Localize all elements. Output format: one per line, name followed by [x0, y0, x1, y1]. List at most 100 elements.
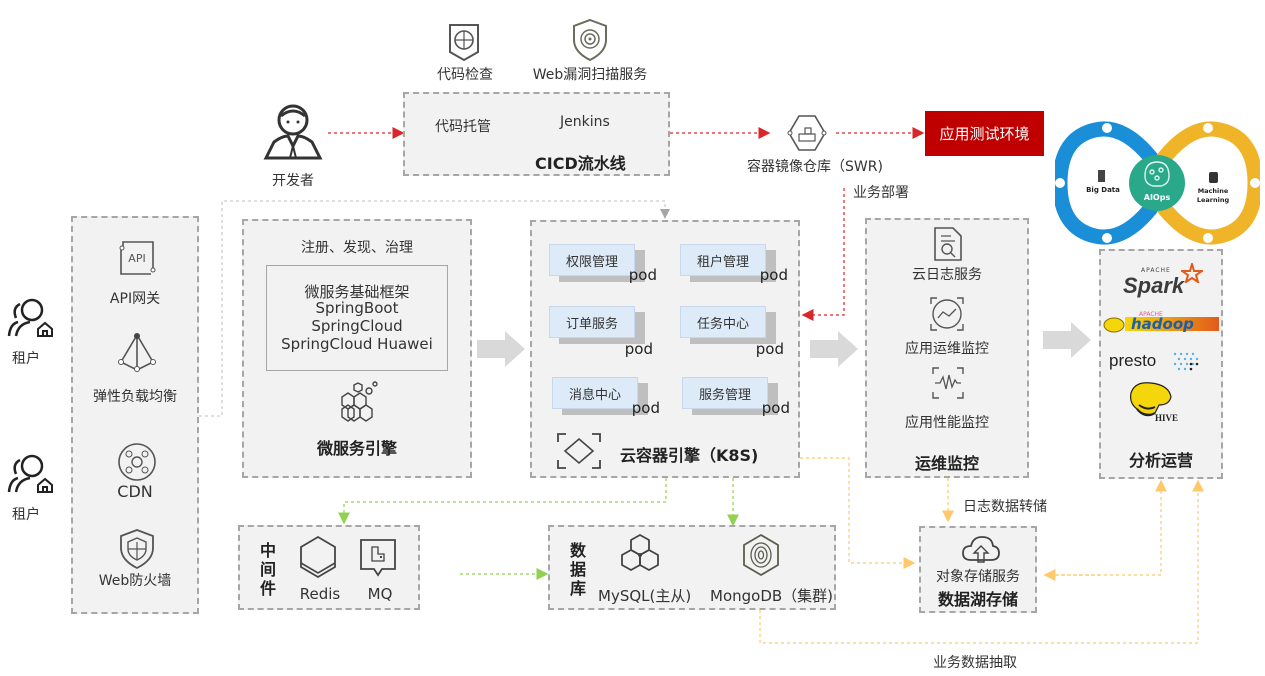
cicd-item-jenkins: Jenkins [560, 114, 610, 130]
cicd-item-code-hosting: 代码托管 [435, 119, 491, 135]
cicd-title: CICD流水线 [535, 154, 626, 173]
code-check-label: 代码检查 [437, 67, 493, 83]
presto-text: presto [1109, 351, 1157, 370]
middleware-box: 中 间 件 Redis MQ [238, 525, 420, 610]
hadoop-text: hadoop [1131, 315, 1194, 333]
tenant-users-icon [7, 298, 53, 337]
pod-tag: pod [759, 266, 788, 284]
aiops-graphic: AIOps Big Data Machine Learning [1055, 121, 1260, 245]
hadoop-logo: APACHE hadoop [1103, 311, 1221, 337]
ops-monitor-label: 应用运维监控 [905, 341, 989, 357]
cicd-pipeline: 代码托管 Jenkins CICD流水线 [403, 92, 670, 176]
engine-subtitle: 注册、发现、治理 [301, 240, 413, 256]
framework-line-3: SpringCloud [311, 317, 403, 335]
load-balancer-icon [118, 333, 156, 372]
log-transfer-label: 日志数据转储 [963, 499, 1047, 515]
cloud-upload-icon [962, 536, 1000, 563]
flow-database-to-analytics [759, 479, 1204, 644]
mysql-cluster-icon [621, 533, 659, 572]
firewall-label: Web防火墙 [98, 573, 172, 589]
flow-k8s-to-middleware [338, 478, 667, 525]
pod-tenant: 租户管理 pod [680, 244, 788, 284]
pod-message: 消息中心 pod [552, 377, 660, 417]
shield-scan-icon [573, 18, 607, 62]
machine-label: Machine [1198, 187, 1229, 195]
swr-label: 容器镜像仓库（SWR) [747, 159, 883, 175]
swr-registry: 容器镜像仓库（SWR) [725, 112, 905, 176]
redis-label: Redis [299, 585, 341, 603]
database-title: 数 据 库 [570, 541, 590, 598]
tenant-1: 租户 [6, 296, 54, 368]
tenant-users-icon [7, 454, 53, 493]
arrow-k8s-to-ops [810, 331, 858, 367]
container-engine-icon [557, 433, 601, 469]
mongodb-icon [743, 533, 779, 577]
developer: 开发者 [258, 100, 328, 190]
perf-monitor-label: 应用性能监控 [905, 415, 989, 431]
gateway-column: API API网关 弹性负载均衡 CDN Web防火墙 [71, 216, 199, 614]
ops-title: 运维监控 [914, 454, 979, 473]
pod-name: 任务中心 [680, 306, 766, 338]
framework-line-2: SpringBoot [315, 299, 399, 317]
test-environment: 应用测试环境 [925, 111, 1044, 156]
pod-name: 服务管理 [682, 377, 768, 409]
data-lake-box: 对象存储服务 数据湖存储 [919, 526, 1037, 613]
business-extract-label: 业务数据抽取 [933, 655, 1017, 671]
analytics-title: 分析运营 [1128, 451, 1193, 470]
chip-icon [1209, 172, 1218, 183]
k8s-engine: 权限管理 pod 租户管理 pod 订单服务 pod 任务中心 pod 消息中心… [530, 220, 800, 478]
code-check-radar-icon [449, 24, 479, 62]
flow-datalake-to-analytics [1044, 479, 1167, 576]
pod-permission: 权限管理 pod [549, 244, 657, 284]
spark-logo: APACHE Spark [1115, 263, 1215, 303]
flow-deploy-to-k8s [801, 188, 845, 321]
hadoop-bar [1125, 317, 1219, 331]
firewall-shield-icon [120, 529, 154, 570]
code-check: 代码检查 [430, 22, 500, 86]
big-data-icon [1098, 170, 1105, 182]
k8s-title: 云容器引擎（K8S) [620, 446, 759, 465]
spark-apache-text: APACHE [1141, 267, 1171, 274]
hive-bee-icon [1130, 382, 1172, 417]
data-lake-title: 数据湖存储 [937, 590, 1018, 609]
big-data-ring [1055, 121, 1161, 245]
database-title-char: 据 [570, 560, 587, 579]
deploy-label: 业务部署 [853, 185, 909, 201]
middleware-title-char: 中 [260, 541, 277, 560]
tenant-2-label: 租户 [12, 507, 40, 523]
pod-tag: pod [631, 399, 660, 417]
container-registry-icon [787, 115, 827, 151]
tenant-1-label: 租户 [12, 351, 40, 367]
flow-k8s-to-datalake [800, 457, 916, 569]
cdn-icon [118, 443, 156, 481]
pod-task: 任务中心 pod [680, 306, 784, 358]
log-service-label: 云日志服务 [912, 267, 982, 283]
middleware-title: 中 间 件 [260, 541, 280, 598]
hadoop-elephant-icon [1103, 317, 1125, 333]
pod-order: 订单服务 pod [549, 306, 653, 358]
arrow-engine-to-k8s [477, 331, 525, 367]
pod-tag: pod [755, 340, 784, 358]
svg-text:API: API [128, 252, 145, 265]
microservice-engine: 注册、发现、治理 微服务基础框架 SpringBoot SpringCloud … [242, 219, 472, 478]
flow-gateway-to-k8s [199, 200, 670, 417]
log-document-icon [934, 227, 962, 261]
redis-hexagon-icon [300, 535, 336, 579]
presto-dots-icon [1173, 352, 1199, 371]
middleware-title-char: 间 [260, 560, 277, 579]
performance-wave-icon [932, 367, 964, 399]
hive-logo: HIVE [1125, 379, 1185, 429]
database-title-char: 数 [570, 541, 587, 560]
spark-star-icon [1181, 263, 1203, 283]
pod-name: 消息中心 [552, 377, 638, 409]
mq-label: MQ [367, 585, 393, 603]
spark-text: Spark [1123, 273, 1185, 298]
aiops-center-label: AIOps [1144, 193, 1171, 202]
hadoop-apache-text: APACHE [1139, 311, 1163, 318]
web-scan: Web漏洞扫描服务 [520, 18, 660, 86]
pod-tag: pod [624, 340, 653, 358]
framework-line-4: SpringCloud Huawei [281, 335, 433, 353]
ops-monitor-icon [930, 297, 964, 331]
api-gateway-icon: API [119, 241, 156, 275]
